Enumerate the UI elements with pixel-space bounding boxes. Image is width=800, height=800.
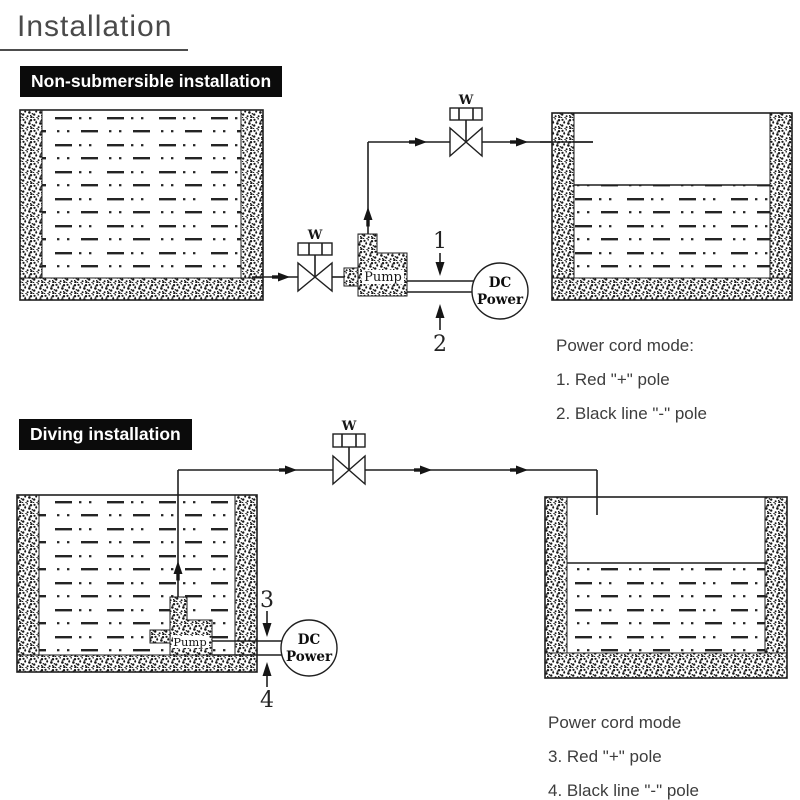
- valve-inlet: W: [297, 228, 333, 293]
- tank-wall-left: [544, 496, 568, 679]
- flow-arrow-icon: [173, 561, 183, 581]
- dc-power-source: DC Power: [280, 619, 338, 677]
- valve-discharge: W: [449, 93, 483, 158]
- notes-heading: Power cord mode:: [556, 336, 694, 355]
- pump-label: Pump: [173, 635, 206, 649]
- notes-heading: Power cord mode: [548, 713, 682, 732]
- flow-arrow-icon: [409, 137, 427, 147]
- target-tank: [540, 112, 793, 301]
- diagram-non-submersible: W Pump: [19, 93, 793, 357]
- arrow-up-icon: [435, 304, 445, 318]
- section2-notes: Power cord mode 3. Red "+" pole 4. Black…: [548, 706, 699, 800]
- tank-outline: [16, 494, 258, 673]
- flow-arrow-icon: [510, 465, 528, 475]
- valve-discharge: W: [332, 419, 366, 486]
- tank-wall-bottom: [551, 277, 793, 301]
- tank-wall-left: [19, 109, 43, 301]
- pump-body: [357, 233, 408, 297]
- page-title: Installation: [17, 10, 173, 43]
- tank-wall-bottom: [544, 652, 788, 679]
- power-wires: [212, 640, 282, 656]
- water: [42, 112, 241, 278]
- valve-label: W: [458, 93, 474, 108]
- tank-outline: [19, 109, 264, 301]
- dc-label: DC: [298, 632, 321, 648]
- pump-inlet-fitting: [149, 629, 171, 644]
- tank-wall-right: [764, 496, 788, 679]
- tank-wall-left: [16, 494, 40, 673]
- svg-text:2: 2: [433, 332, 447, 357]
- valve-label: W: [307, 228, 323, 243]
- diagram-diving: Pump: [16, 419, 788, 710]
- valve-label: W: [341, 419, 357, 434]
- arrow-down-icon: [435, 262, 445, 276]
- flow-arrow-icon: [279, 465, 297, 475]
- section1-notes: Power cord mode: 1. Red "+" pole 2. Blac…: [556, 329, 707, 431]
- flow-arrow-icon: [363, 207, 373, 227]
- source-tank: [16, 494, 258, 673]
- water: [574, 185, 770, 278]
- target-tank: [544, 496, 788, 679]
- tank-outline: [551, 112, 793, 301]
- svg-text:3: 3: [260, 588, 274, 613]
- tank-wall-right: [234, 494, 258, 673]
- tank-outline: [544, 496, 788, 679]
- dc-label: DC: [489, 275, 512, 291]
- section1-label: Non-submersible installation: [20, 66, 283, 97]
- power-wires: [407, 280, 474, 293]
- wire-marker-4: 4: [260, 662, 274, 710]
- pump-label: Pump: [364, 270, 402, 285]
- tank-wall-bottom: [19, 277, 264, 301]
- tank-wall-right: [769, 112, 793, 301]
- section2-label: Diving installation: [19, 419, 192, 450]
- tank-wall-right: [240, 109, 264, 301]
- note-item: 2. Black line "-" pole: [556, 404, 707, 423]
- tank-wall-bottom: [16, 654, 258, 673]
- pump: Pump: [149, 596, 213, 656]
- flow-arrow-icon: [510, 137, 528, 147]
- wire-marker-2: 2: [433, 304, 447, 357]
- svg-text:4: 4: [260, 688, 274, 710]
- dc-power-source: DC Power: [471, 262, 529, 320]
- water: [567, 563, 765, 653]
- arrow-up-icon: [262, 662, 272, 676]
- note-item: 3. Red "+" pole: [548, 747, 662, 766]
- wire-marker-3: 3: [260, 588, 274, 637]
- source-tank: [19, 109, 264, 301]
- pump-inlet-fitting: [343, 267, 359, 287]
- tank-wall-left: [551, 112, 575, 301]
- title-underline: [0, 49, 188, 51]
- pump: Pump: [343, 233, 408, 297]
- arrow-down-icon: [262, 623, 272, 637]
- discharge-pipe: [173, 465, 598, 597]
- note-item: 4. Black line "-" pole: [548, 781, 699, 800]
- wire-marker-1: 1: [433, 229, 447, 276]
- power-label: Power: [477, 292, 524, 308]
- flow-arrow-icon: [414, 465, 432, 475]
- flow-arrow-icon: [272, 272, 290, 282]
- svg-text:1: 1: [433, 229, 447, 254]
- note-item: 1. Red "+" pole: [556, 370, 670, 389]
- power-label: Power: [286, 649, 333, 665]
